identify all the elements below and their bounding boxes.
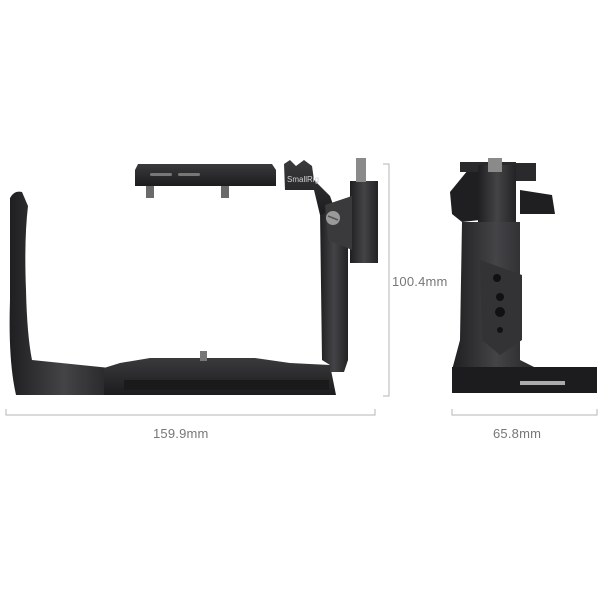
height-dimension-line bbox=[383, 163, 390, 397]
screw bbox=[221, 186, 229, 198]
top-arm bbox=[284, 160, 335, 215]
height-label: 100.4mm bbox=[392, 274, 448, 289]
side-block bbox=[350, 181, 378, 263]
width-label: 159.9mm bbox=[153, 426, 209, 441]
thread-post bbox=[356, 158, 366, 182]
width-dimension-line bbox=[5, 409, 376, 416]
depth-dimension-line bbox=[451, 409, 598, 416]
depth-label: 65.8mm bbox=[493, 426, 542, 441]
dimension-lines bbox=[5, 163, 598, 416]
right-upright bbox=[320, 205, 348, 372]
cage-front-view: SmallRig bbox=[9, 158, 378, 395]
screw bbox=[200, 351, 207, 361]
left-grip bbox=[9, 191, 119, 395]
top-plate bbox=[135, 164, 276, 198]
screw bbox=[146, 186, 154, 198]
brand-logo: SmallRig bbox=[287, 175, 319, 184]
cage-side-view bbox=[450, 158, 597, 393]
